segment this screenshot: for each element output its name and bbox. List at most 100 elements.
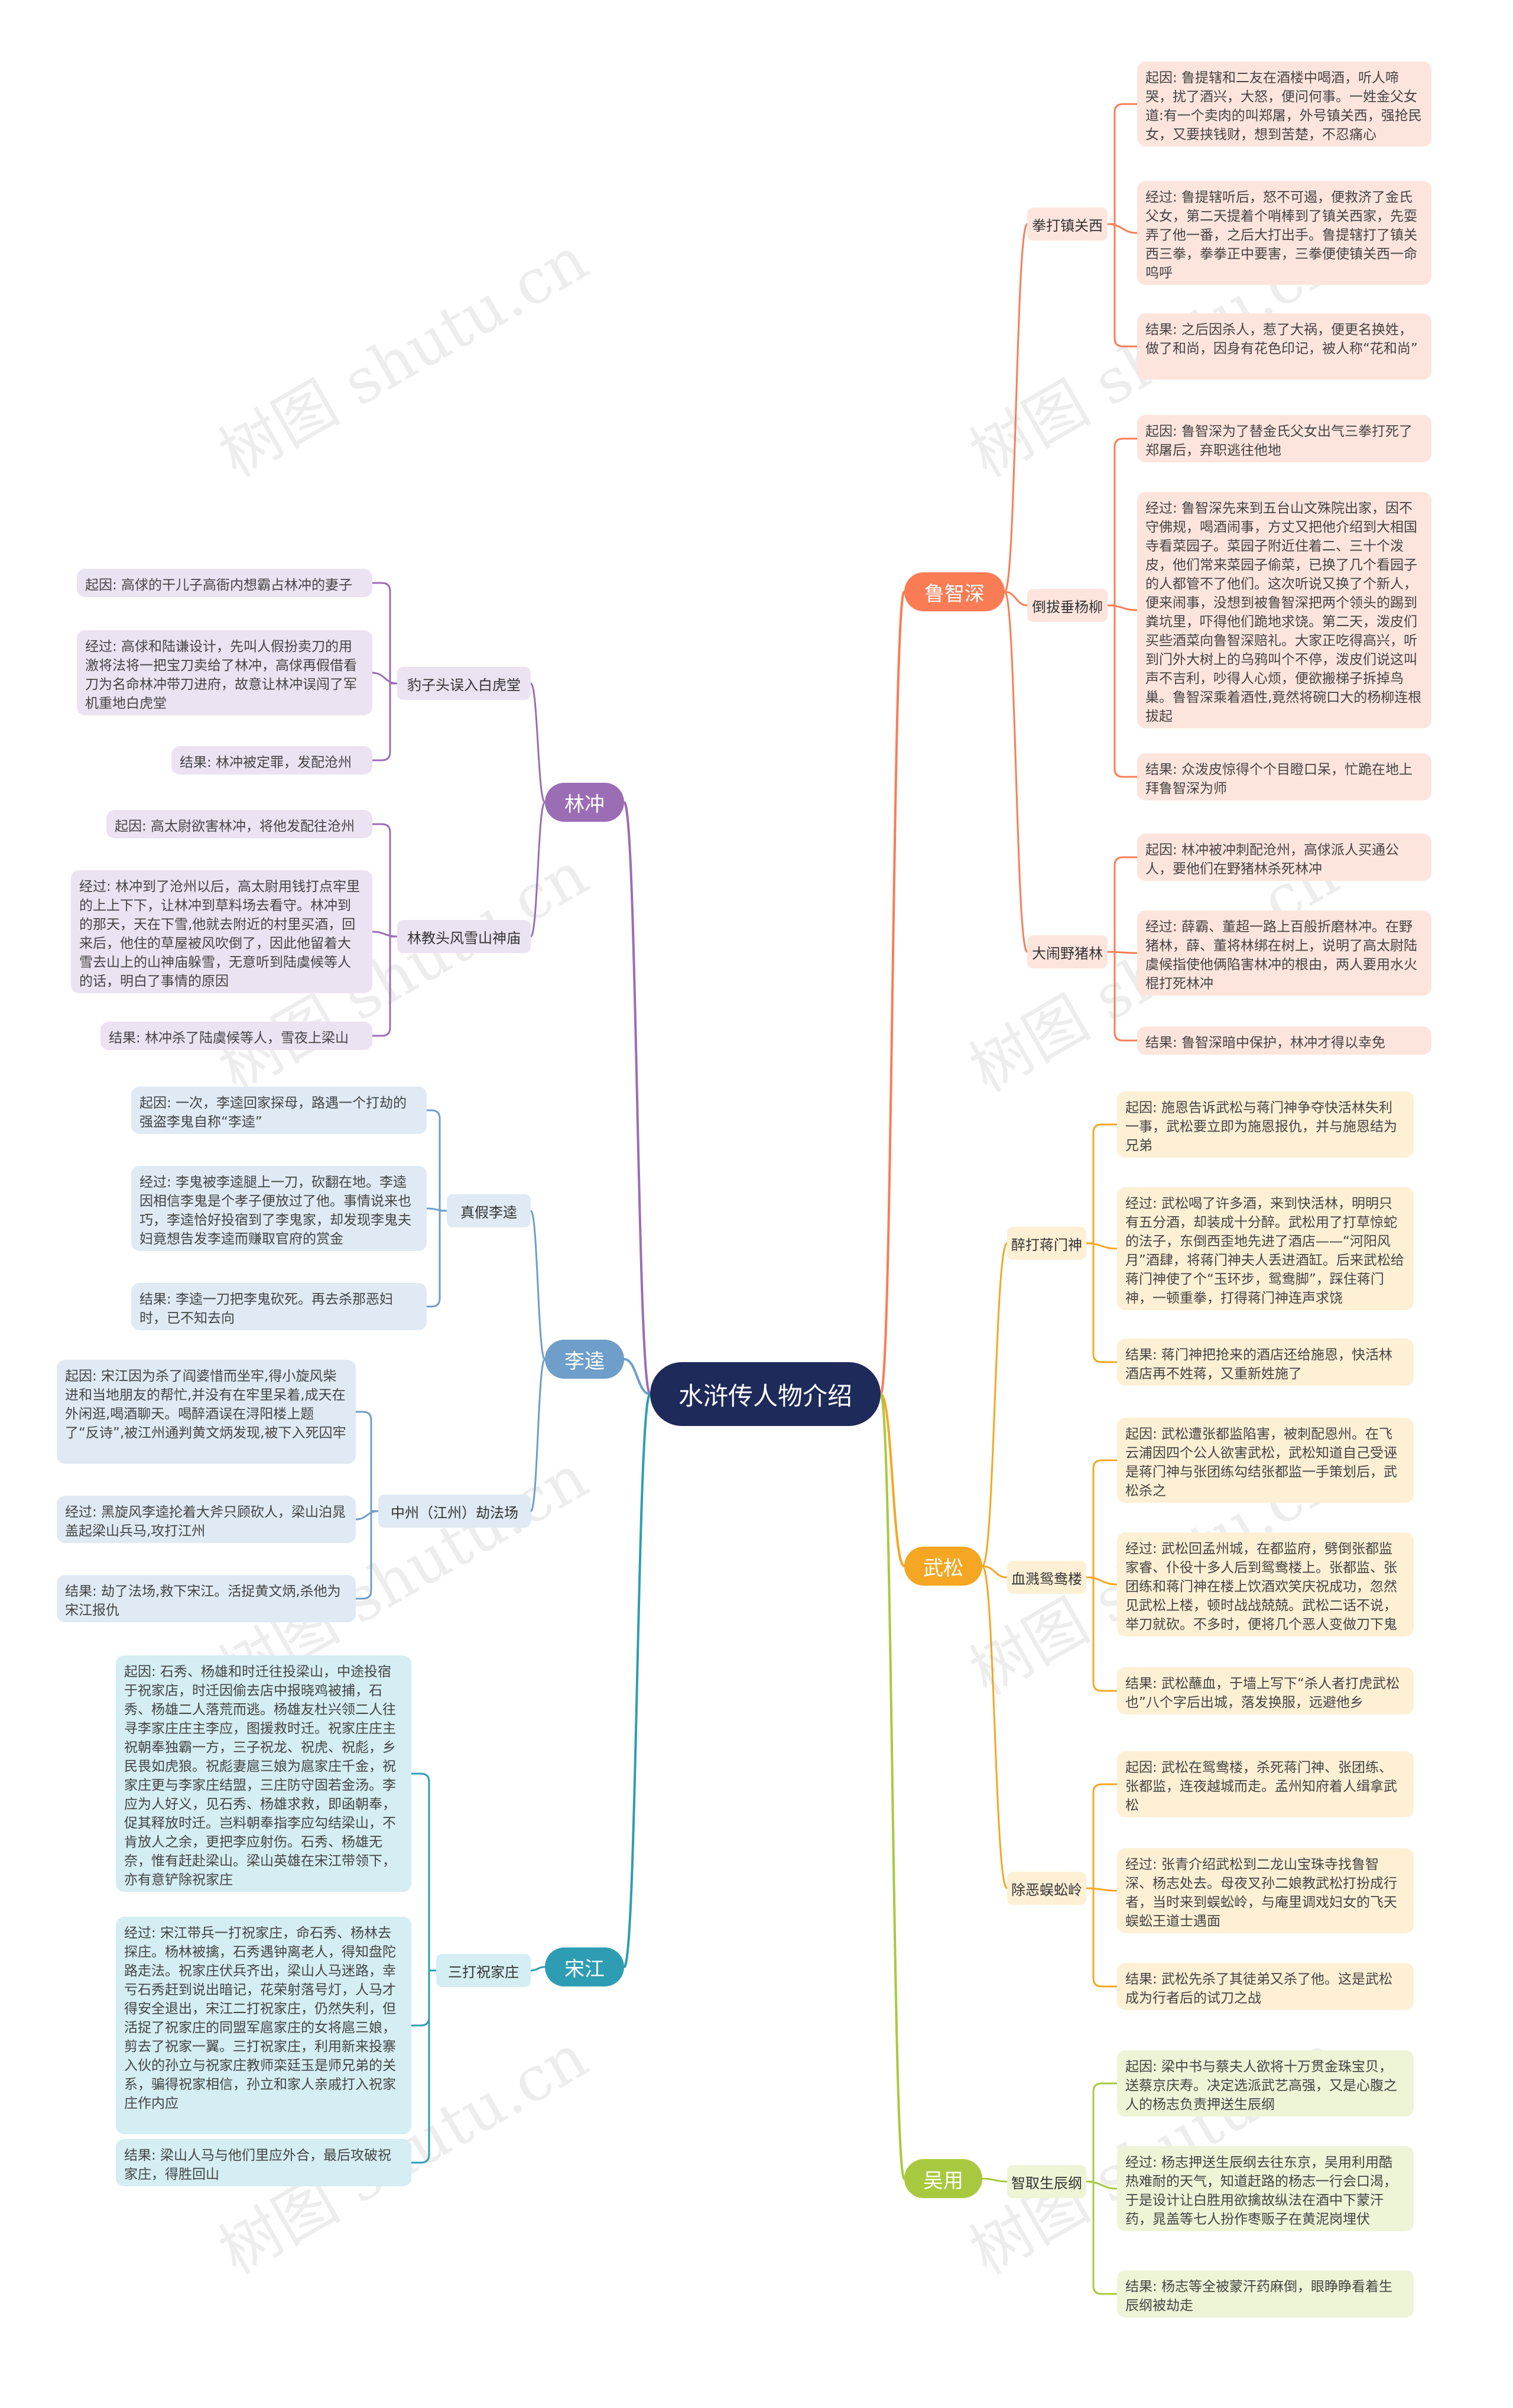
- connector: [1106, 437, 1138, 607]
- connector: [1085, 2180, 1118, 2295]
- connector: [1085, 1887, 1118, 1988]
- connector: [1085, 1576, 1118, 1692]
- connector: [879, 591, 905, 1395]
- connector: [981, 1242, 1008, 1567]
- leaf-note: 经过: 宋江带兵一打祝家庄，命石秀、杨林去探庄。杨林被擒，石秀遇钟离老人，得知盘…: [116, 1917, 411, 2134]
- leaf-note: 结果: 林冲杀了陆虞候等人，雪夜上梁山: [100, 1022, 372, 1050]
- branch-wu-song[interactable]: 武松: [904, 1547, 982, 1586]
- connector: [1085, 1123, 1118, 1244]
- connector: [426, 1109, 448, 1212]
- leaf-note: 起因: 一次，李逵回家探母，路遇一个打劫的强盗李鬼自称“李逵”: [131, 1087, 427, 1134]
- sub-topic[interactable]: 中州（江州）劫法场: [378, 1495, 531, 1528]
- connector: [879, 1393, 905, 1567]
- connector: [371, 672, 398, 685]
- sub-topic[interactable]: 真假李逵: [447, 1194, 531, 1227]
- leaf-note: 结果: 之后因杀人，惹了大祸，便更名换姓，做了和尚，因身有花色印记，被人称“花和…: [1137, 313, 1431, 380]
- connector: [879, 1393, 905, 2180]
- connector: [530, 1358, 546, 1512]
- connector: [623, 1393, 651, 1968]
- leaf-note: 起因: 武松在鸳鸯楼，杀死蒋门神、张团练、张都监，连夜越城而走。孟州知府着人缉拿…: [1117, 1751, 1414, 1817]
- connector: [1085, 1576, 1118, 1586]
- connector: [1004, 591, 1028, 607]
- connector: [1106, 103, 1138, 225]
- connector: [981, 2177, 1008, 2183]
- connector: [530, 801, 546, 938]
- sub-topic[interactable]: 林教头风雪山神庙: [397, 920, 531, 953]
- connector: [1106, 951, 1138, 1042]
- connector: [530, 682, 546, 803]
- connector: [355, 1510, 379, 1600]
- branch-wu-yong[interactable]: 吴用: [904, 2159, 982, 2198]
- leaf-note: 结果: 众泼皮惊得个个目瞪口呆，忙跪在地上拜鲁智深为师: [1137, 753, 1431, 800]
- connector: [1004, 591, 1028, 953]
- connector: [981, 1565, 1008, 1890]
- root-node[interactable]: 水浒传人物介绍: [650, 1362, 881, 1426]
- connector: [623, 801, 651, 1395]
- connector: [1004, 223, 1028, 593]
- leaf-note: 起因: 鲁智深为了替金氏父女出气三拳打死了郑屠后，弃职逃往他地: [1137, 415, 1431, 462]
- leaf-note: 经过: 薛霸、董超一路上百般折磨林冲。在野猪林，薛、董将林绑在树上，说明了高太尉…: [1137, 910, 1431, 996]
- leaf-note: 起因: 宋江因为杀了阎婆惜而坐牢,得小旋风柴进和当地朋友的帮忙,并没有在牢里呆着…: [57, 1360, 356, 1464]
- connector: [355, 1510, 379, 1521]
- leaf-note: 经过: 武松喝了许多酒，来到快活林，明明只有五分酒，却装成十分醉。武松用了打草惊…: [1117, 1187, 1414, 1310]
- sub-topic[interactable]: 倒拔垂杨柳: [1027, 589, 1108, 622]
- leaf-note: 起因: 高太尉欲害林冲，将他发配往沧州: [106, 810, 372, 838]
- leaf-note: 起因: 鲁提辖和二友在酒楼中喝酒，听人啼哭，扰了酒兴，大怒，便问何事。一姓金父女…: [1137, 61, 1431, 147]
- sub-topic[interactable]: 大闹野猪林: [1027, 935, 1108, 968]
- leaf-note: 经过: 高俅和陆谦设计，先叫人假扮卖刀的用激将法将一把宝刀卖给了林冲，高俅再假借…: [77, 630, 372, 715]
- sub-topic[interactable]: 除恶蜈蚣岭: [1007, 1872, 1086, 1905]
- connector: [1085, 1459, 1118, 1579]
- connector: [371, 823, 398, 938]
- branch-lin-chong[interactable]: 林冲: [545, 783, 624, 822]
- leaf-note: 起因: 梁中书与蔡夫人欲将十万贯金珠宝贝，送蔡京庆寿。决定选派武艺高强，又是心腹…: [1117, 2050, 1414, 2117]
- sub-topic[interactable]: 智取生辰纲: [1007, 2165, 1086, 2198]
- connector: [1085, 1242, 1118, 1363]
- connector: [530, 1966, 546, 1972]
- leaf-note: 起因: 武松遭张都监陷害，被刺配恩州。在飞云浦因四个公人欲害武松，武松知道自己受…: [1117, 1418, 1414, 1503]
- leaf-note: 结果: 林冲被定罪，发配沧州: [171, 746, 372, 774]
- connector: [355, 1411, 379, 1512]
- sub-topic[interactable]: 拳打镇关西: [1027, 208, 1108, 241]
- branch-lu-zhishen[interactable]: 鲁智深: [904, 572, 1005, 611]
- connector: [1085, 1783, 1118, 1890]
- connector: [530, 1210, 546, 1360]
- connector: [1085, 2082, 1118, 2183]
- leaf-note: 结果: 劫了法场,救下宋江。活捉黄文炳,杀他为宋江报仇: [57, 1575, 356, 1622]
- leaf-note: 结果: 梁山人马与他们里应外合，最后攻破祝家庄，得胜回山: [116, 2139, 411, 2186]
- connector: [623, 1358, 651, 1395]
- leaf-note: 结果: 武松先杀了其徒弟又杀了他。这是武松成为行者后的试刀之战: [1117, 1963, 1414, 2010]
- leaf-note: 结果: 武松蘸血，于墙上写下“杀人者打虎武松也”八个字后出城，落发换服，远避他乡: [1117, 1667, 1414, 1715]
- branch-song-jiang[interactable]: 宋江: [545, 1947, 624, 1986]
- sub-topic[interactable]: 醉打蒋门神: [1007, 1227, 1086, 1260]
- connector: [371, 935, 398, 1037]
- leaf-note: 结果: 蒋门神把抢来的酒店还给施恩，快活林酒店再不姓蒋，又重新姓施了: [1117, 1339, 1414, 1386]
- leaf-note: 结果: 杨志等全被蒙汗药麻倒，眼睁睁看着生辰纲被劫走: [1117, 2270, 1414, 2318]
- leaf-note: 起因: 石秀、杨雄和时迁往投梁山，中途投宿于祝家店，时迁因偷去店中报晓鸡被捕，石…: [116, 1655, 411, 1892]
- connector: [410, 1969, 437, 2027]
- sub-topic[interactable]: 血溅鸳鸯楼: [1007, 1561, 1086, 1594]
- connector: [371, 682, 398, 761]
- sub-topic[interactable]: 三打祝家庄: [436, 1954, 531, 1987]
- leaf-note: 起因: 施恩告诉武松与蒋门神争夺快活林失利一事，武松要立即为施恩报仇，并与施恩结…: [1117, 1091, 1414, 1158]
- leaf-note: 经过: 杨志押送生辰纲去往东京，吴用利用酷热难耐的天气，知道赶路的杨志一行会口渴…: [1117, 2146, 1414, 2231]
- connector: [1085, 2180, 1118, 2190]
- leaf-note: 结果: 鲁智深暗中保护，林冲才得以幸免: [1137, 1026, 1431, 1055]
- connector: [410, 1772, 437, 1972]
- connector: [1106, 223, 1138, 234]
- leaf-note: 经过: 鲁提辖听后，怒不可遏，便救济了金氏父女，第二天提着个哨棒到了镇关西家，先…: [1137, 181, 1431, 285]
- branch-li-kui[interactable]: 李逵: [545, 1340, 624, 1379]
- leaf-note: 经过: 黑旋风李逵抡着大斧只顾砍人，梁山泊晁盖起梁山兵马,攻打江州: [57, 1496, 356, 1543]
- leaf-note: 经过: 武松回孟州城，在都监府，劈倒张都监家睿、仆役十多人后到鸳鸯楼上。张都监、…: [1117, 1532, 1414, 1636]
- leaf-note: 经过: 林冲到了沧州以后，高太尉用钱打点牢里的上上下下，让林冲到草料场去看守。林…: [71, 870, 372, 993]
- connector: [1106, 856, 1138, 953]
- connector: [410, 1969, 437, 2164]
- connector: [371, 582, 398, 685]
- leaf-note: 结果: 李逵一刀把李鬼砍死。再去杀那恶妇时，已不知去向: [131, 1283, 427, 1330]
- leaf-note: 经过: 鲁智深先来到五台山文殊院出家，因不守佛规，喝酒闹事，方丈又把他介绍到大相…: [1137, 492, 1431, 728]
- sub-topic[interactable]: 豹子头误入白虎堂: [397, 667, 531, 700]
- connector: [426, 1210, 448, 1308]
- leaf-note: 经过: 李鬼被李逵腿上一刀，砍翻在地。李逵因相信李鬼是个孝子便放过了他。事情说来…: [131, 1166, 427, 1251]
- leaf-note: 起因: 林冲被冲刺配沧州，高俅派人买通公人，要他们在野猪林杀死林冲: [1137, 834, 1431, 881]
- connector: [1106, 223, 1138, 348]
